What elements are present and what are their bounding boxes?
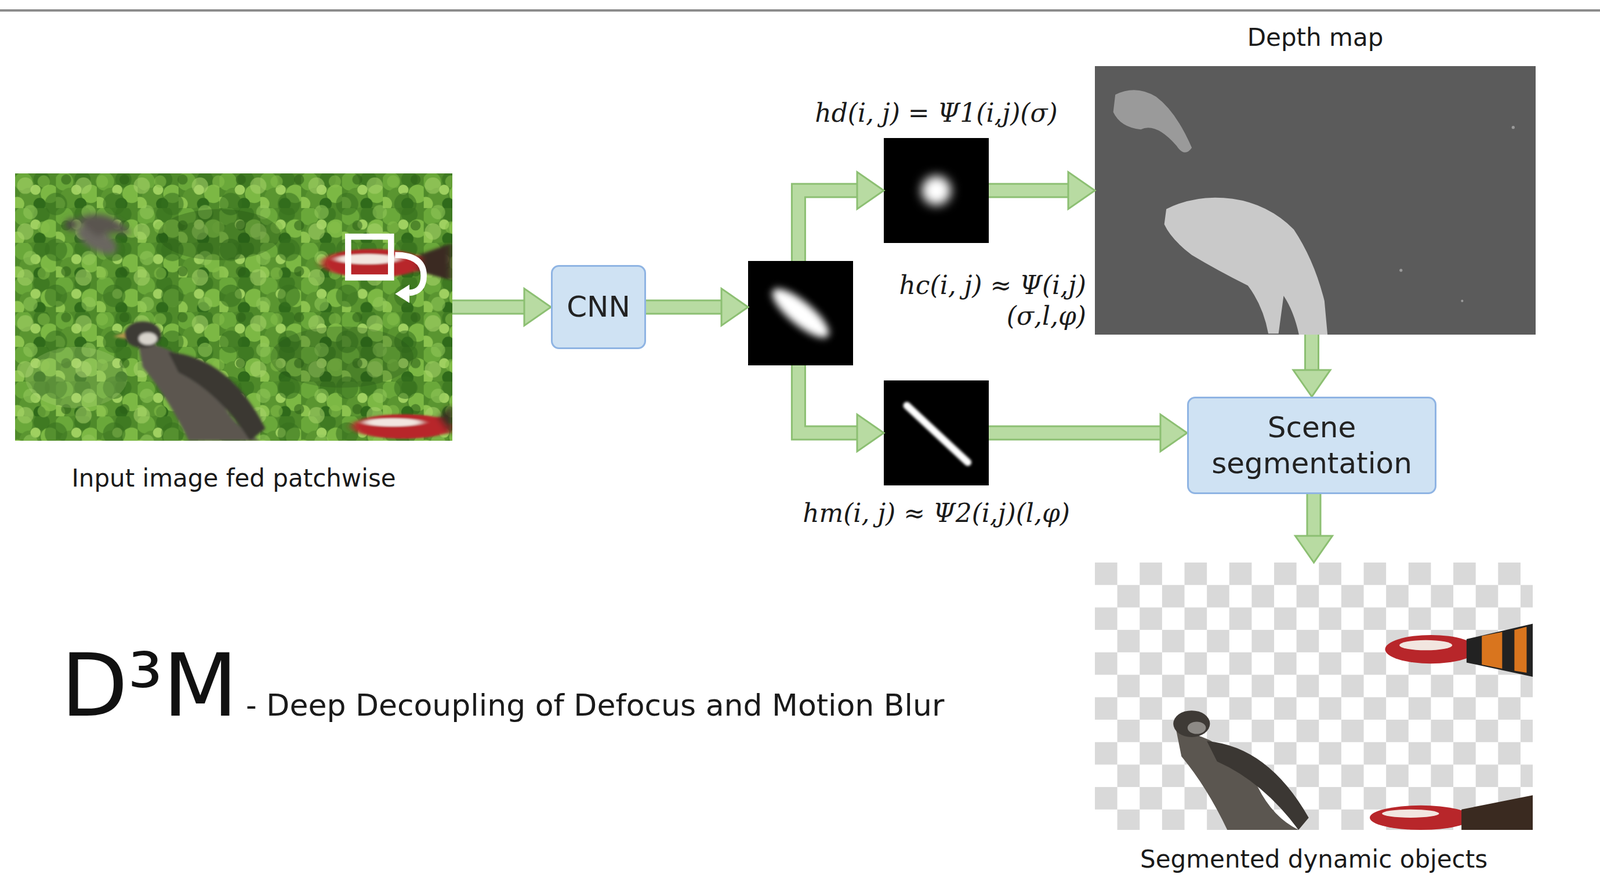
- box-label: Scene segmentation: [1188, 409, 1435, 482]
- depth-map-image: [1094, 66, 1536, 335]
- blur-kernel-image: [748, 260, 854, 366]
- top-rule: [0, 9, 1600, 12]
- image-caption: Segmented dynamic objects: [1094, 844, 1533, 874]
- motion-kernel-image: [883, 380, 989, 486]
- input-photo: [15, 173, 453, 441]
- flow-arrow: [988, 172, 1095, 210]
- output-image: Segmented dynamic objects: [1094, 562, 1533, 830]
- flow-arrow: [798, 172, 884, 262]
- flow-arrow: [798, 365, 884, 452]
- diagram-title: D³M: [60, 637, 238, 734]
- formula-label: hd(i, j) = Ψ1(i,j)(σ): [767, 98, 1105, 129]
- defocus-kernel-image: [883, 138, 989, 243]
- formula-label: hm(i, j) ≈ Ψ2(i,j)(l,φ): [767, 498, 1105, 529]
- defocus-kernel: hd(i, j) = Ψ1(i,j)(σ): [883, 138, 989, 243]
- subtitle-text: - Deep Decoupling of Defocus and Motion …: [245, 687, 945, 724]
- image-caption: Depth map: [1094, 23, 1536, 53]
- flow-arrow: [452, 288, 551, 326]
- blur-kernel: hc(i, j) ≈ Ψ(i,j)(σ,l,φ): [748, 260, 854, 366]
- flow-arrow: [646, 288, 749, 326]
- title-row: D³M- Deep Decoupling of Defocus and Moti…: [60, 637, 945, 734]
- depth-map: Depth map: [1094, 66, 1536, 335]
- box-label: CNN: [556, 288, 641, 326]
- segmented-image: [1094, 562, 1533, 830]
- formula-label: hc(i, j) ≈ Ψ(i,j)(σ,l,φ): [860, 270, 1087, 332]
- flow-arrow: [988, 414, 1188, 452]
- flow-arrow: [1295, 494, 1333, 563]
- process-box: CNN: [550, 265, 647, 350]
- image-caption: Input image fed patchwise: [15, 463, 453, 493]
- input-image: Input image fed patchwise: [15, 173, 453, 441]
- process-box: Scene segmentation: [1187, 396, 1437, 495]
- motion-kernel: hm(i, j) ≈ Ψ2(i,j)(l,φ): [883, 380, 989, 486]
- flow-arrow: [1293, 334, 1331, 397]
